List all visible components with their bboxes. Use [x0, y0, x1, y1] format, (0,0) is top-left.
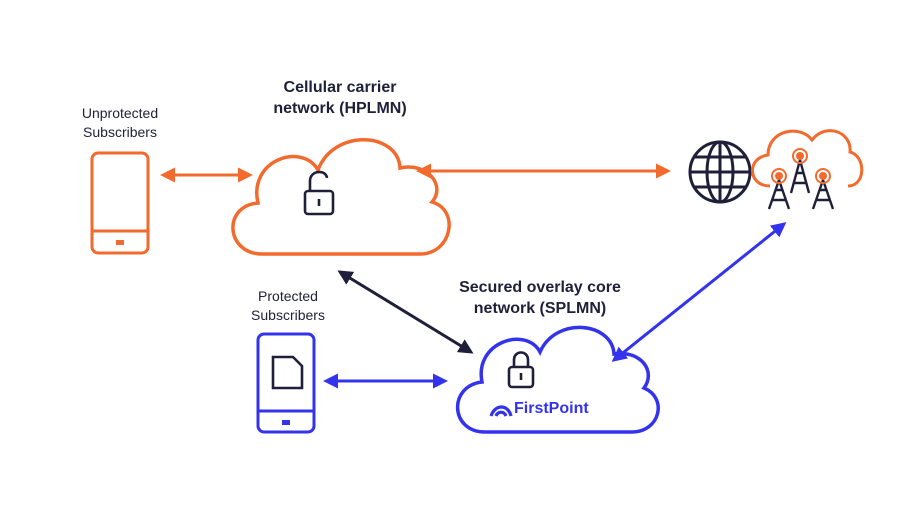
signal-icon — [771, 148, 831, 184]
protected-label-line1: Protected — [258, 288, 318, 304]
unprotected-label-line2: Subscribers — [83, 124, 157, 140]
hplmn-label-line1: Cellular carrier — [283, 79, 397, 96]
splmn-to-towers-arrow — [611, 222, 787, 362]
unprotected-label-line1: Unprotected — [81, 105, 159, 121]
splmn-label: Secured overlay core network (SPLMN) — [430, 277, 650, 319]
splmn-label-line2: network (SPLMN) — [473, 300, 607, 317]
splmn-label-line1: Secured overlay core — [459, 279, 621, 296]
locked-padlock-icon — [507, 351, 535, 389]
cell-tower-icon — [767, 155, 835, 210]
tower-cloud-icon — [751, 129, 864, 188]
sim-card-icon — [271, 355, 304, 390]
splmn-cloud-icon — [455, 325, 660, 434]
unprotected-phone-icon — [90, 151, 150, 255]
unlocked-padlock-icon — [303, 170, 335, 216]
hplmn-cloud-icon — [231, 138, 451, 256]
protected-label-line2: Subscribers — [251, 307, 325, 323]
protected-phone-icon — [256, 332, 316, 434]
hplmn-label: Cellular carrier network (HPLMN) — [240, 77, 440, 119]
unprotected-subscribers-label: Unprotected Subscribers — [60, 104, 180, 142]
hplmn-to-splmn-arrow — [337, 270, 474, 354]
firstpoint-brand-name: FirstPoint — [514, 400, 589, 417]
hplmn-label-line2: network (HPLMN) — [273, 100, 407, 117]
firstpoint-logo-icon — [489, 405, 513, 417]
protected-subscribers-label: Protected Subscribers — [228, 287, 348, 325]
globe-icon — [688, 140, 752, 204]
